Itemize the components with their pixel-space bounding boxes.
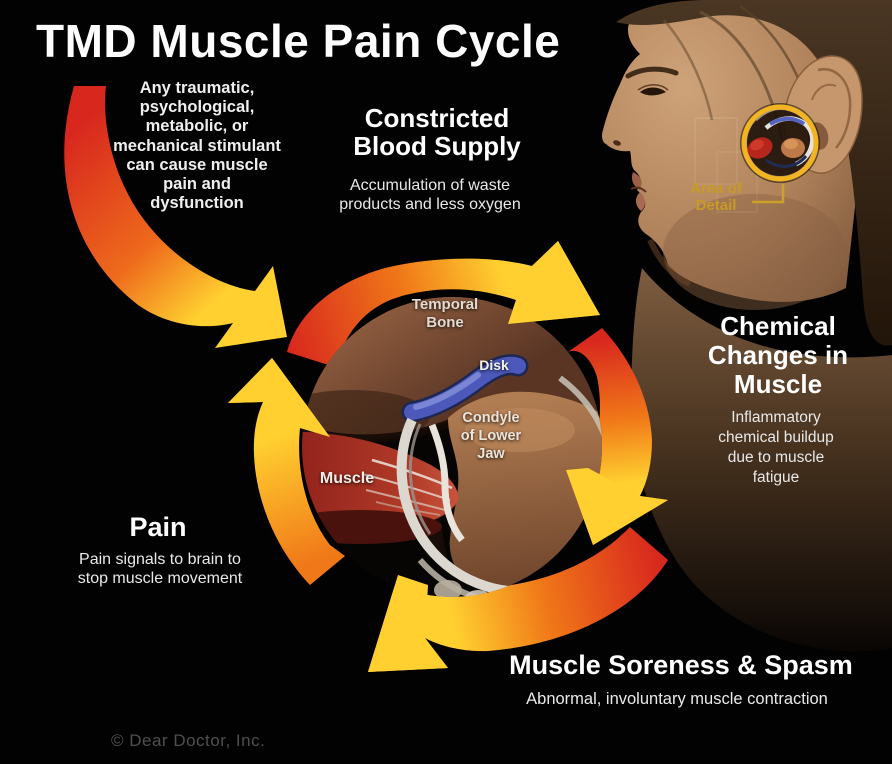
label-temporal-bone: Temporal Bone [412, 296, 478, 332]
cheek-ghost-box [694, 117, 738, 185]
text-line: stop muscle movement [77, 569, 243, 587]
cycle-arrowheads [228, 241, 668, 672]
text-line: chemical buildup [718, 429, 834, 446]
text-line: Accumulation of waste [349, 177, 511, 194]
input-arrow [64, 86, 287, 348]
muscle-shape [302, 431, 459, 528]
arrowhead-bottom [368, 575, 448, 672]
text-line: Disk [479, 357, 509, 373]
text-line: Pain signals to brain to [79, 551, 241, 568]
text-line: can cause muscle [126, 155, 268, 174]
ear-inner-curve [811, 83, 837, 101]
label-muscle: Muscle [320, 470, 374, 489]
label-area-of-detail: Area of Detail [690, 180, 742, 214]
neck-shoulder [631, 268, 892, 652]
cycle-arrow-top [287, 241, 600, 367]
capsule-s-curve [428, 423, 465, 543]
text-line: due to muscle [727, 449, 825, 466]
text-line: Muscle [733, 369, 823, 399]
text-line: Chemical [720, 311, 836, 341]
step-muscle-soreness-heading: Muscle Soreness & Spasm [509, 650, 853, 682]
label-disk: Disk [479, 357, 509, 374]
text-line: Blood Supply [353, 131, 521, 161]
copyright-notice: © Dear Doctor, Inc. [111, 731, 266, 750]
cycle-arrow-left [228, 358, 345, 585]
step-constricted-blood-supply-body: Accumulation of waste products and less … [339, 176, 520, 214]
text-line: Jaw [477, 446, 505, 462]
disk-shape [404, 356, 526, 420]
text-line: Temporal [411, 296, 479, 313]
label-condyle: Condyle of Lower Jaw [461, 409, 521, 463]
jaw-shadow [647, 238, 692, 287]
capsule-right [558, 375, 602, 483]
face-skin [602, 2, 858, 302]
text-line: Condyle [462, 410, 520, 426]
nostril [613, 140, 621, 146]
step-constricted-blood-supply-heading: Constricted Blood Supply [353, 104, 521, 160]
text-line: Bone [426, 314, 464, 331]
cheek-shading [663, 194, 847, 310]
arrowhead-left [228, 358, 330, 437]
arrowhead-top [508, 241, 600, 324]
teeth-highlight [417, 558, 546, 597]
cycle-arrow-bottom [368, 527, 668, 672]
condyle-highlight [465, 408, 575, 452]
ear-inner-curve [817, 67, 852, 149]
text-line: metabolic, or [145, 117, 249, 136]
text-line: dysfunction [150, 194, 244, 213]
tmj-detail-inset [740, 103, 820, 183]
text-line: products and less oxygen [339, 196, 521, 213]
text-line: Any traumatic, [139, 79, 255, 97]
text-line: mechanical stimulant [113, 136, 281, 155]
eye [640, 87, 666, 96]
area-of-detail-ring [741, 104, 819, 182]
hair-strand [663, 19, 714, 121]
text-line: psychological, [139, 98, 255, 117]
detail-connector-line [752, 184, 785, 204]
step-muscle-soreness-body: Abnormal, involuntary muscle contraction [526, 690, 828, 709]
text-line: Area of [690, 180, 742, 197]
area-of-detail-ring [740, 103, 820, 183]
tooth [434, 580, 462, 597]
mouth-line [630, 186, 647, 193]
step-chemical-changes-body: Inflammatory chemical buildup due to mus… [718, 408, 833, 488]
text-line: Pain [129, 512, 187, 542]
eyebrow [625, 66, 679, 79]
text-line: pain and [163, 175, 231, 194]
face-illustration [602, 0, 892, 652]
text-line: Abnormal, involuntary muscle contraction [526, 690, 828, 708]
step-pain-heading: Pain [129, 512, 186, 544]
disk-highlight [413, 372, 481, 410]
text-line: Detail [695, 197, 737, 214]
upper-lip [631, 172, 642, 190]
step-stimulant-text: Any traumatic, psychological, metabolic,… [113, 79, 281, 213]
text-line: Changes in [707, 340, 849, 370]
text-line: Inflammatory [731, 409, 821, 426]
page-title: TMD Muscle Pain Cycle [36, 15, 561, 67]
eyelid-line [637, 84, 669, 91]
text-line: Muscle Soreness & Spasm [509, 650, 853, 680]
hair [616, 0, 892, 346]
text-line: fatigue [752, 469, 800, 486]
text-line: Constricted [364, 103, 510, 133]
step-chemical-changes-heading: Chemical Changes in Muscle [708, 312, 848, 399]
cheek-ghost-box [716, 151, 758, 213]
text-line: of Lower [460, 428, 522, 444]
text-line: Muscle [319, 470, 375, 487]
capsule-outline-echo [408, 423, 432, 535]
lower-lip [635, 192, 646, 211]
step-pain-body: Pain signals to brain to stop muscle mov… [78, 551, 243, 588]
arrowhead-right [566, 468, 668, 545]
